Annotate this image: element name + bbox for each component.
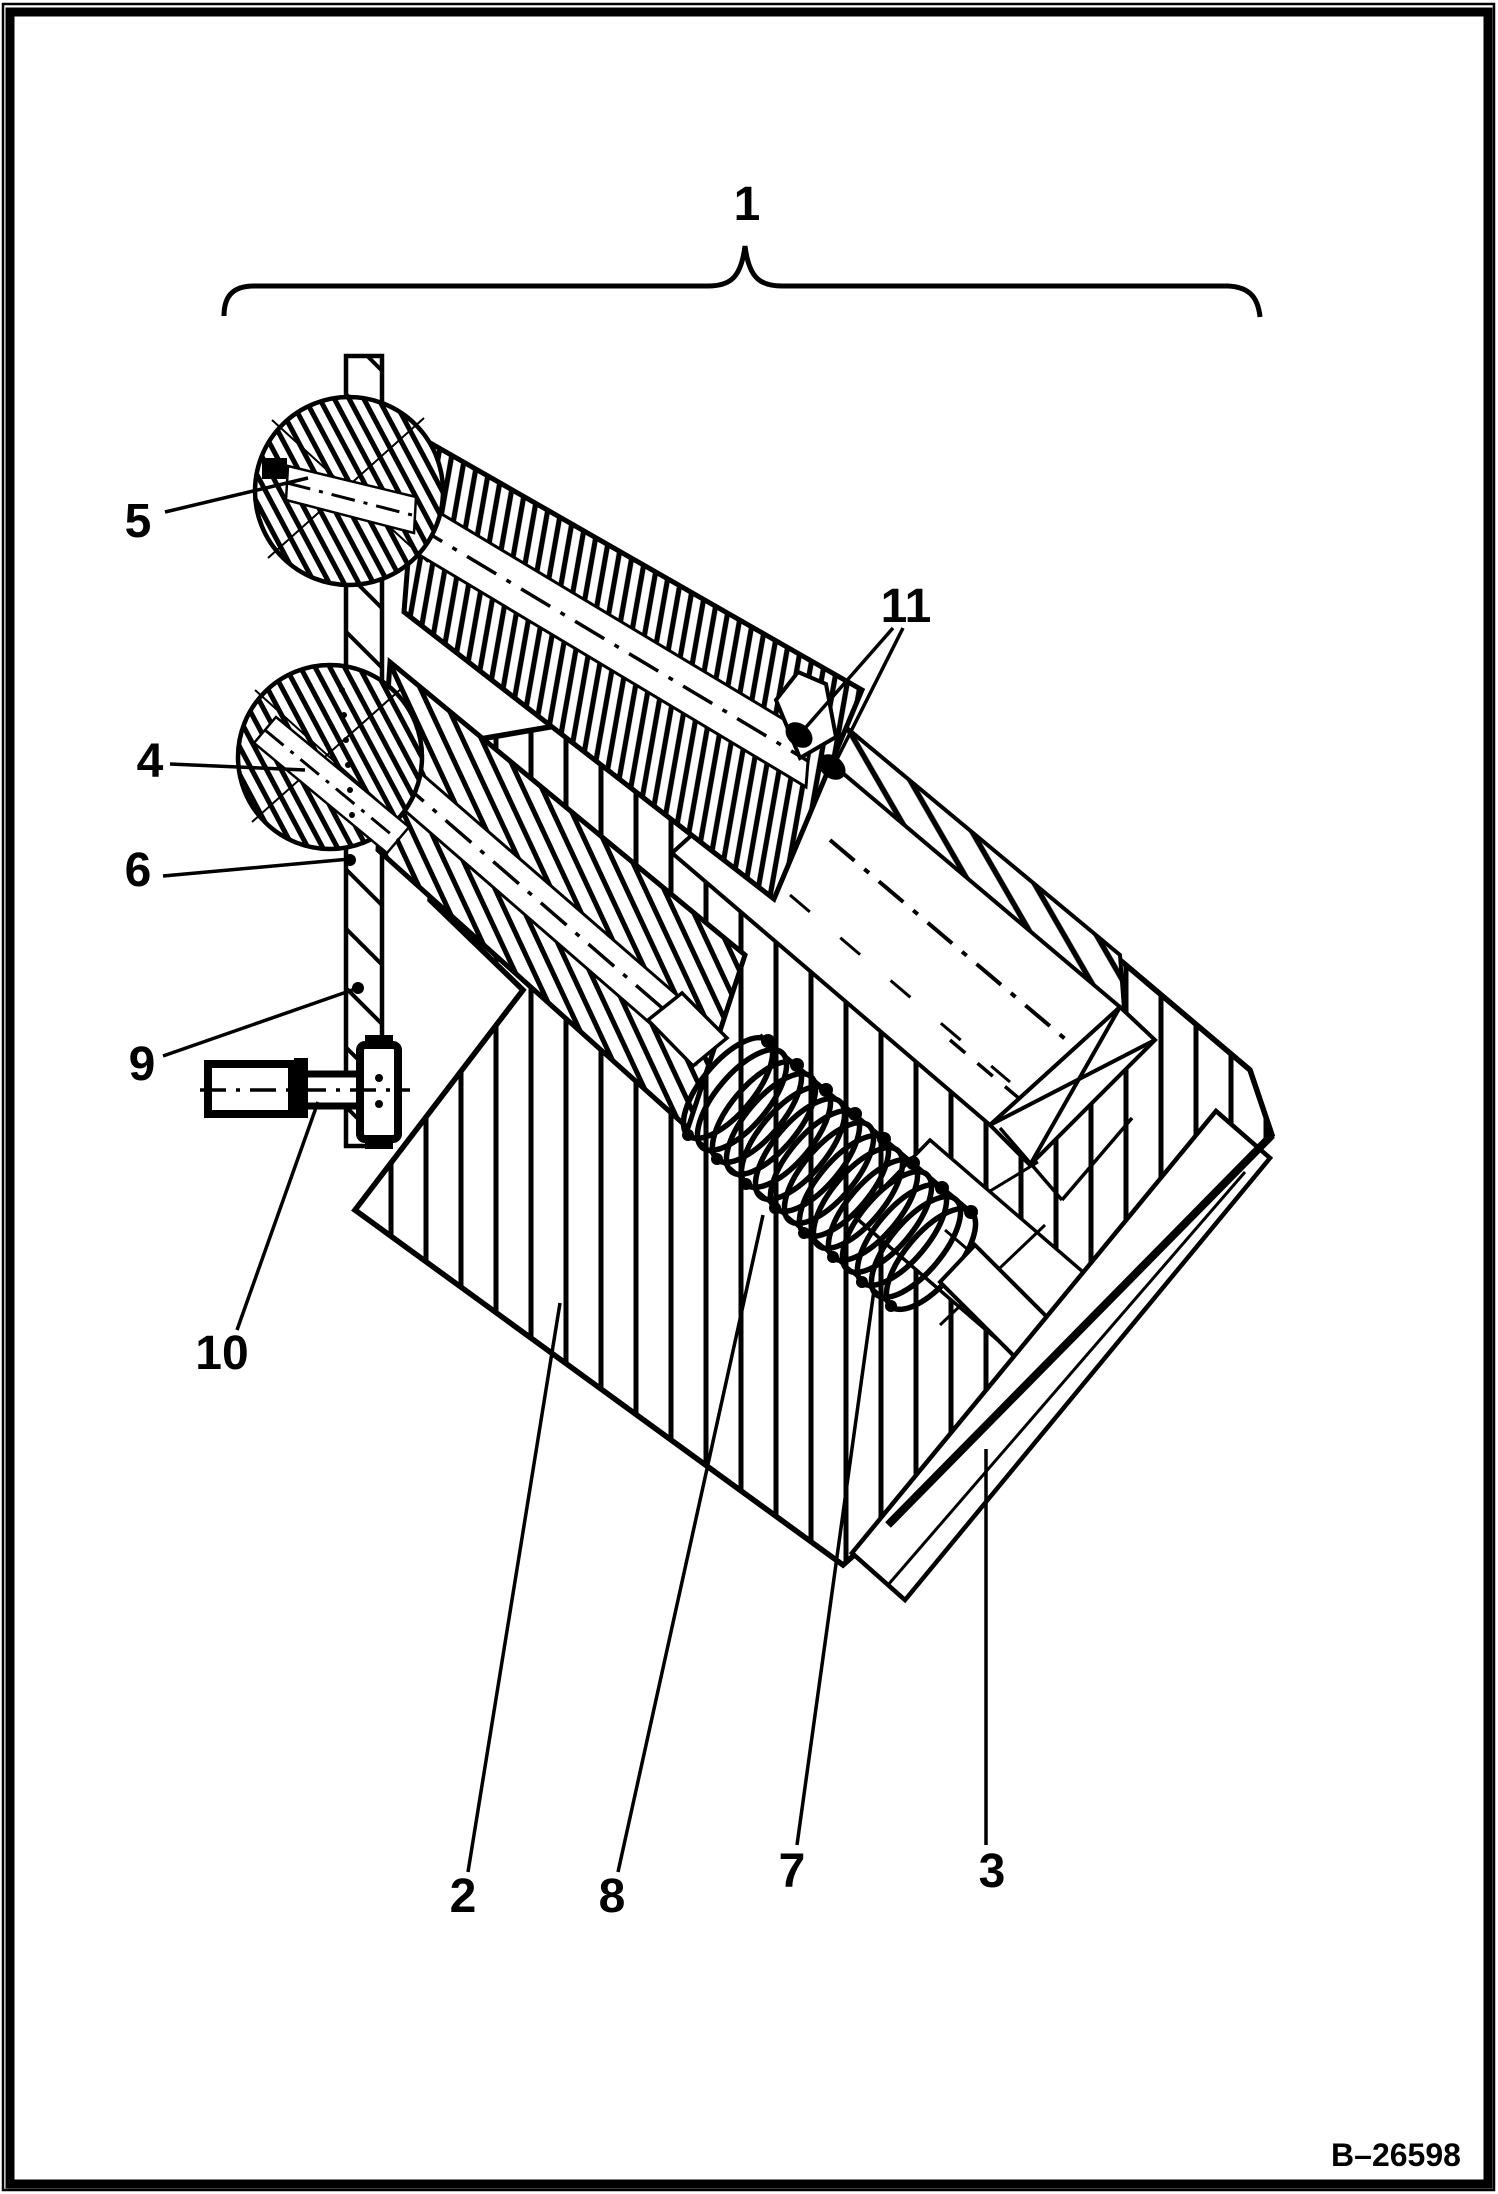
- svg-text:8: 8: [599, 1870, 626, 1923]
- svg-text:4: 4: [137, 735, 164, 788]
- svg-text:10: 10: [195, 1327, 248, 1380]
- svg-text:B–26598: B–26598: [1331, 2137, 1461, 2173]
- svg-text:1: 1: [734, 178, 761, 231]
- svg-text:6: 6: [125, 844, 152, 897]
- svg-text:11: 11: [881, 580, 932, 633]
- svg-text:2: 2: [450, 1870, 477, 1923]
- svg-text:9: 9: [129, 1038, 156, 1091]
- svg-text:3: 3: [979, 1845, 1006, 1898]
- svg-text:7: 7: [779, 1845, 806, 1898]
- svg-text:5: 5: [125, 495, 152, 548]
